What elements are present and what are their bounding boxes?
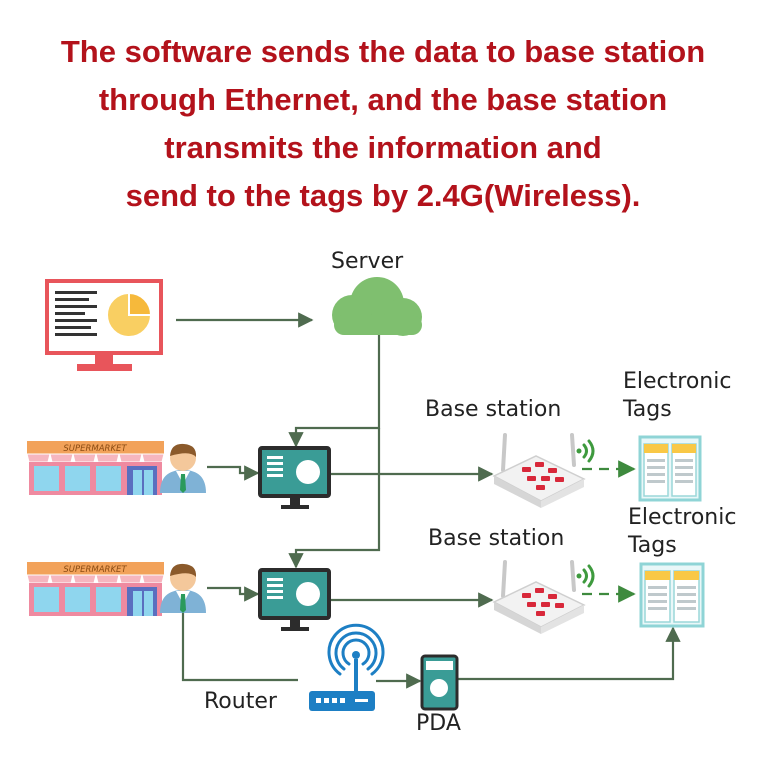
router-label: Router <box>204 689 277 714</box>
supermarket-2-icon: SUPERMARKET <box>26 562 165 616</box>
wireless-signal-2-icon <box>576 564 595 588</box>
server-cloud-icon <box>332 277 422 336</box>
base-station-1-label: Base station <box>425 397 562 422</box>
staff-2-to-terminal-2-line <box>207 586 260 602</box>
headline-line-3: transmits the information and <box>164 130 602 165</box>
terminal-monitor-1-icon <box>258 446 331 509</box>
server-label: Server <box>331 249 404 274</box>
electronic-tags-2-label-line1: Electronic <box>628 505 737 530</box>
headline-line-1: The software sends the data to base stat… <box>60 34 706 69</box>
electronic-tags-1-label-line2: Tags <box>623 397 672 422</box>
base-station-2-icon <box>492 560 586 634</box>
staff-1-to-terminal-1-line <box>207 465 260 481</box>
electronic-tags-1-icon <box>638 435 702 502</box>
wireless-signal-1-icon <box>576 439 595 463</box>
server-to-terminal-1-line <box>288 335 381 448</box>
electronic-tags-2-label-line2: Tags <box>628 533 677 558</box>
base-station-2-label: Base station <box>428 526 565 551</box>
headline-line-4: send to the tags by 2.4G(Wireless). <box>125 178 641 213</box>
pda-icon <box>420 654 459 711</box>
staff-1-icon <box>160 443 206 493</box>
electronic-tags-1-label-line1: Electronic <box>623 369 732 394</box>
connector-lines <box>176 312 681 689</box>
desktop-computer-icon <box>45 279 163 371</box>
staff-2-icon <box>160 563 206 613</box>
pda-label: PDA <box>416 711 461 736</box>
supermarket-1-sign: SUPERMARKET <box>63 444 127 454</box>
terminal-monitor-2-icon <box>258 568 331 631</box>
supermarket-1-icon: SUPERMARKET <box>26 441 165 495</box>
staff-2-to-router-line <box>181 612 298 682</box>
supermarket-2-sign: SUPERMARKET <box>63 565 127 575</box>
wireless-links <box>582 460 636 603</box>
pda-to-tags-2-line <box>458 626 681 681</box>
headline-line-2: through Ethernet, and the base station <box>98 82 668 117</box>
router-icon <box>309 623 385 711</box>
server-to-terminal-2-line <box>288 428 381 569</box>
base-station-1-icon <box>492 433 586 508</box>
electronic-tags-2-icon <box>639 562 705 628</box>
headline: The software sends the data to base stat… <box>0 28 766 220</box>
